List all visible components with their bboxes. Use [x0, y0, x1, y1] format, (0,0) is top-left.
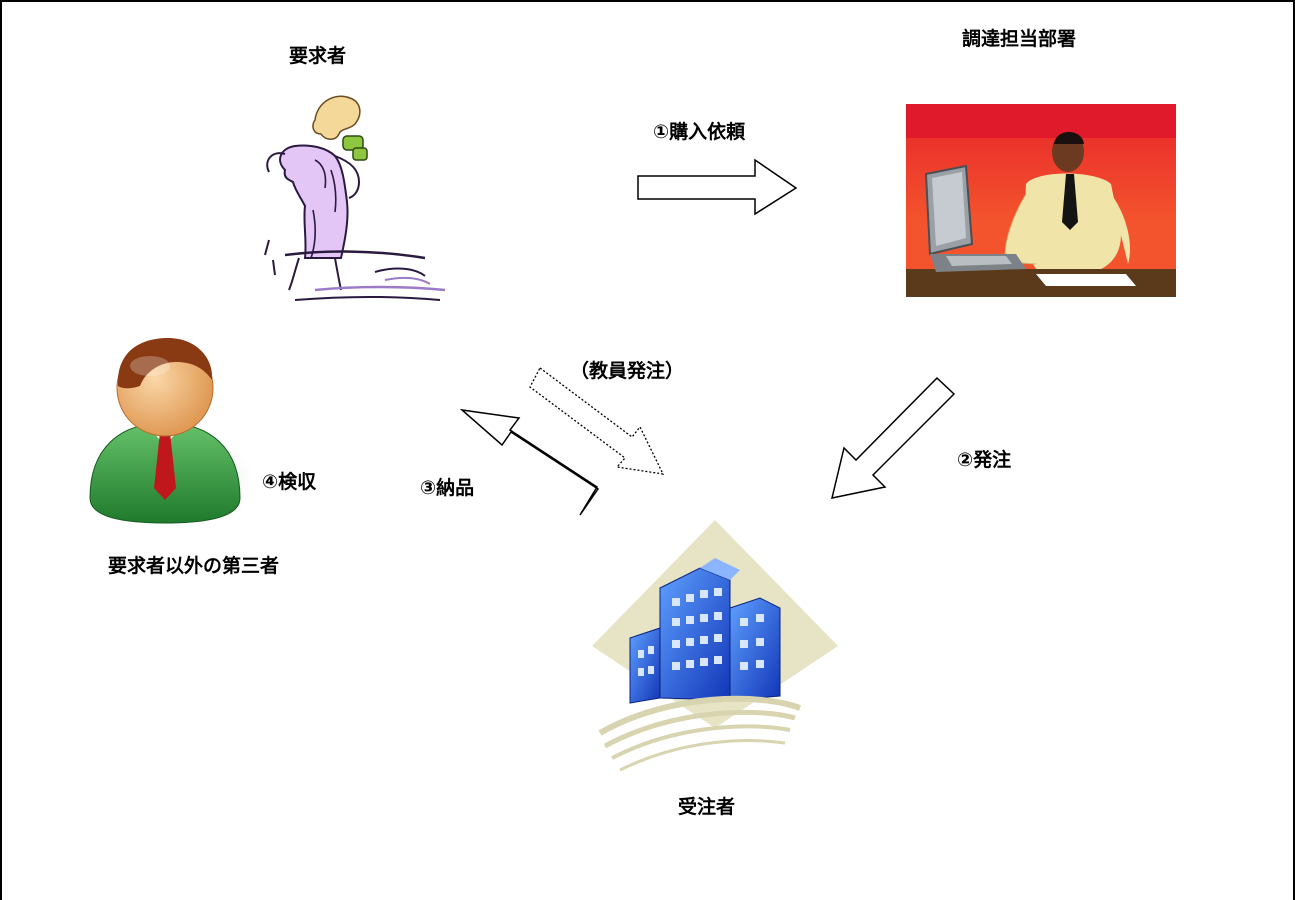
label-contractor: 受注者 [678, 796, 736, 818]
arrow-delivery [459, 408, 600, 516]
label-order: ②発注 [957, 449, 1012, 471]
label-third-party: 要求者以外の第三者 [108, 555, 280, 577]
arrow-faculty-order [529, 367, 665, 475]
man-at-computer-icon [906, 104, 1176, 297]
label-delivery: ③納品 [420, 477, 475, 499]
label-procurement-dept: 調達担当部署 [962, 28, 1077, 50]
label-inspection: ④検収 [262, 471, 317, 493]
user-avatar-icon [89, 338, 255, 524]
label-purchase-request: ①購入依頼 [653, 121, 746, 143]
label-requester: 要求者 [289, 45, 347, 67]
arrow-order [830, 376, 956, 499]
label-faculty-order: （教員発注） [570, 360, 685, 382]
woman-with-binoculars-icon [264, 95, 446, 301]
office-building-icon [592, 520, 838, 772]
arrow-purchase-request [637, 158, 798, 216]
